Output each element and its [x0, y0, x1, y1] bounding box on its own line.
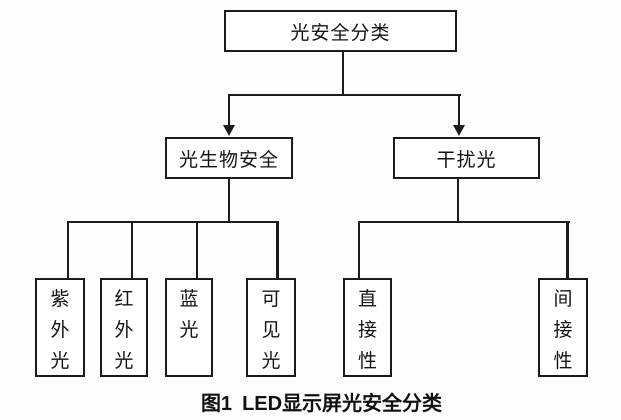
- connector-right-arrow-drop: [458, 94, 460, 126]
- connector-interference-stem: [457, 179, 459, 223]
- node-label: 可见光: [261, 289, 281, 372]
- node-label: 光生物安全: [178, 149, 279, 171]
- figure-number: 图1: [200, 393, 233, 415]
- node-label: 光安全分类: [290, 22, 391, 44]
- node-label: 间接性: [553, 289, 573, 372]
- arrow-down-icon: [453, 125, 465, 136]
- connector-left-arrow-drop: [228, 94, 230, 126]
- connector-top-rail: [228, 94, 461, 96]
- node-label: 红外光: [114, 289, 134, 372]
- connector-drop-uv: [67, 221, 69, 278]
- connector-drop-visible: [276, 221, 279, 278]
- figure-title: LED显示屏光安全分类: [242, 393, 443, 415]
- node-label: 直接性: [358, 289, 378, 372]
- node-direct: 直接性: [343, 278, 392, 377]
- node-infrared-light: 红外光: [100, 278, 148, 377]
- node-photobiological-safety: 光生物安全: [165, 137, 293, 179]
- node-visible-light: 可见光: [246, 278, 296, 377]
- node-indirect: 间接性: [538, 278, 588, 377]
- node-label: 紫外光: [50, 289, 70, 372]
- arrow-down-icon: [223, 125, 235, 136]
- node-interference-light: 干扰光: [393, 137, 540, 179]
- figure-caption: 图1 LED显示屏光安全分类: [0, 387, 621, 416]
- node-blue-light: 蓝光: [165, 278, 213, 377]
- node-light-safety-classification: 光安全分类: [224, 10, 457, 52]
- node-label: 干扰光: [436, 149, 497, 171]
- node-uv-light: 紫外光: [35, 278, 85, 377]
- node-label: 蓝光: [179, 289, 199, 341]
- connector-drop-indirect: [566, 221, 569, 278]
- connector-drop-infrared: [131, 221, 133, 278]
- connector-interference-rail: [358, 221, 570, 223]
- connector-bio-rail: [67, 221, 279, 223]
- connector-drop-direct: [358, 221, 360, 278]
- connector-root-stem: [342, 52, 344, 96]
- connector-drop-blue: [196, 221, 198, 278]
- connector-bio-stem: [228, 179, 230, 223]
